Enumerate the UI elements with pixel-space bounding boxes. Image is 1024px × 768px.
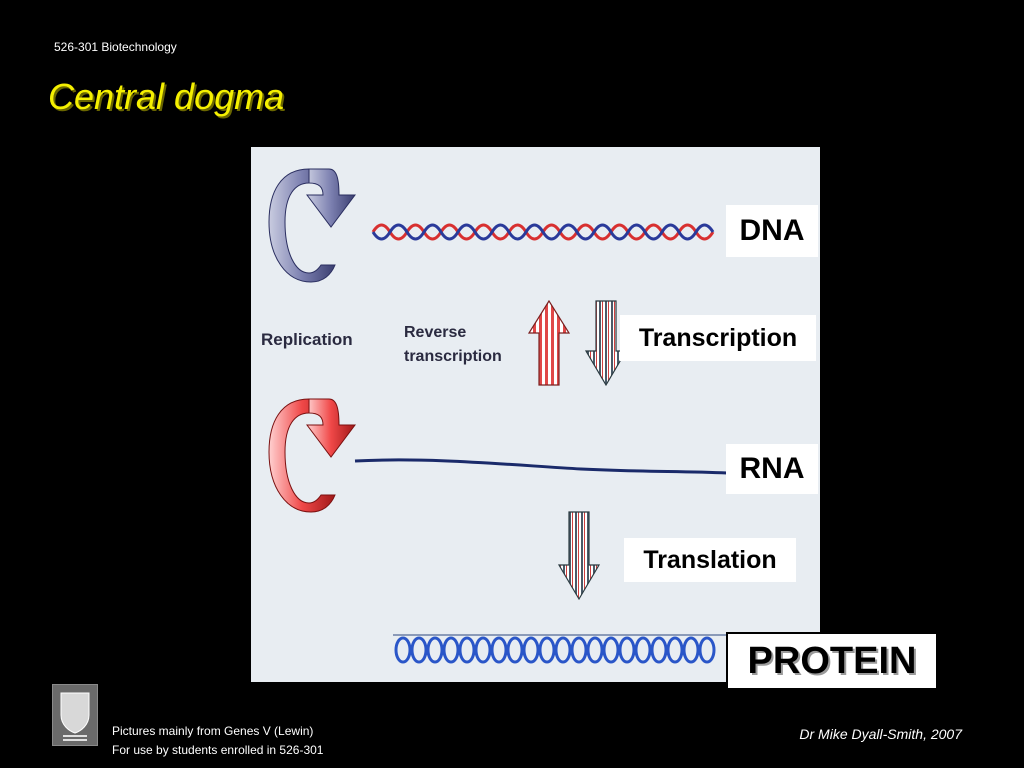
slide-title: Central dogma <box>48 76 285 117</box>
dna-replication-arrow <box>268 168 356 283</box>
transcription-arrow <box>584 300 628 387</box>
university-crest-logo <box>52 684 98 746</box>
protein-helix <box>393 634 727 664</box>
reverse-transcription-arrow <box>527 299 571 386</box>
transcription-label: Transcription <box>620 315 816 361</box>
reverse-transcription-label-line2: transcription <box>404 348 502 365</box>
dna-double-helix <box>371 223 715 241</box>
rna-label: RNA <box>726 444 818 494</box>
rna-strand <box>354 458 728 475</box>
figure-diagram: Replication Reverse transcription <box>261 168 728 664</box>
footer-usage: For use by students enrolled in 526-301 <box>112 743 324 757</box>
rna-replication-arrow <box>268 398 356 513</box>
replication-label: Replication <box>261 330 353 349</box>
protein-label: PROTEIN <box>726 632 938 690</box>
author-credit: Dr Mike Dyall-Smith, 2007 <box>799 726 962 742</box>
reverse-transcription-label-line1: Reverse <box>404 324 466 341</box>
footer-source: Pictures mainly from Genes V (Lewin) <box>112 724 314 738</box>
translation-arrow <box>557 511 601 601</box>
translation-label: Translation <box>624 538 796 582</box>
crest-icon <box>60 692 90 741</box>
dna-label: DNA <box>726 205 818 257</box>
course-code: 526-301 Biotechnology <box>54 40 177 54</box>
central-dogma-figure: Replication Reverse transcription <box>251 147 820 682</box>
